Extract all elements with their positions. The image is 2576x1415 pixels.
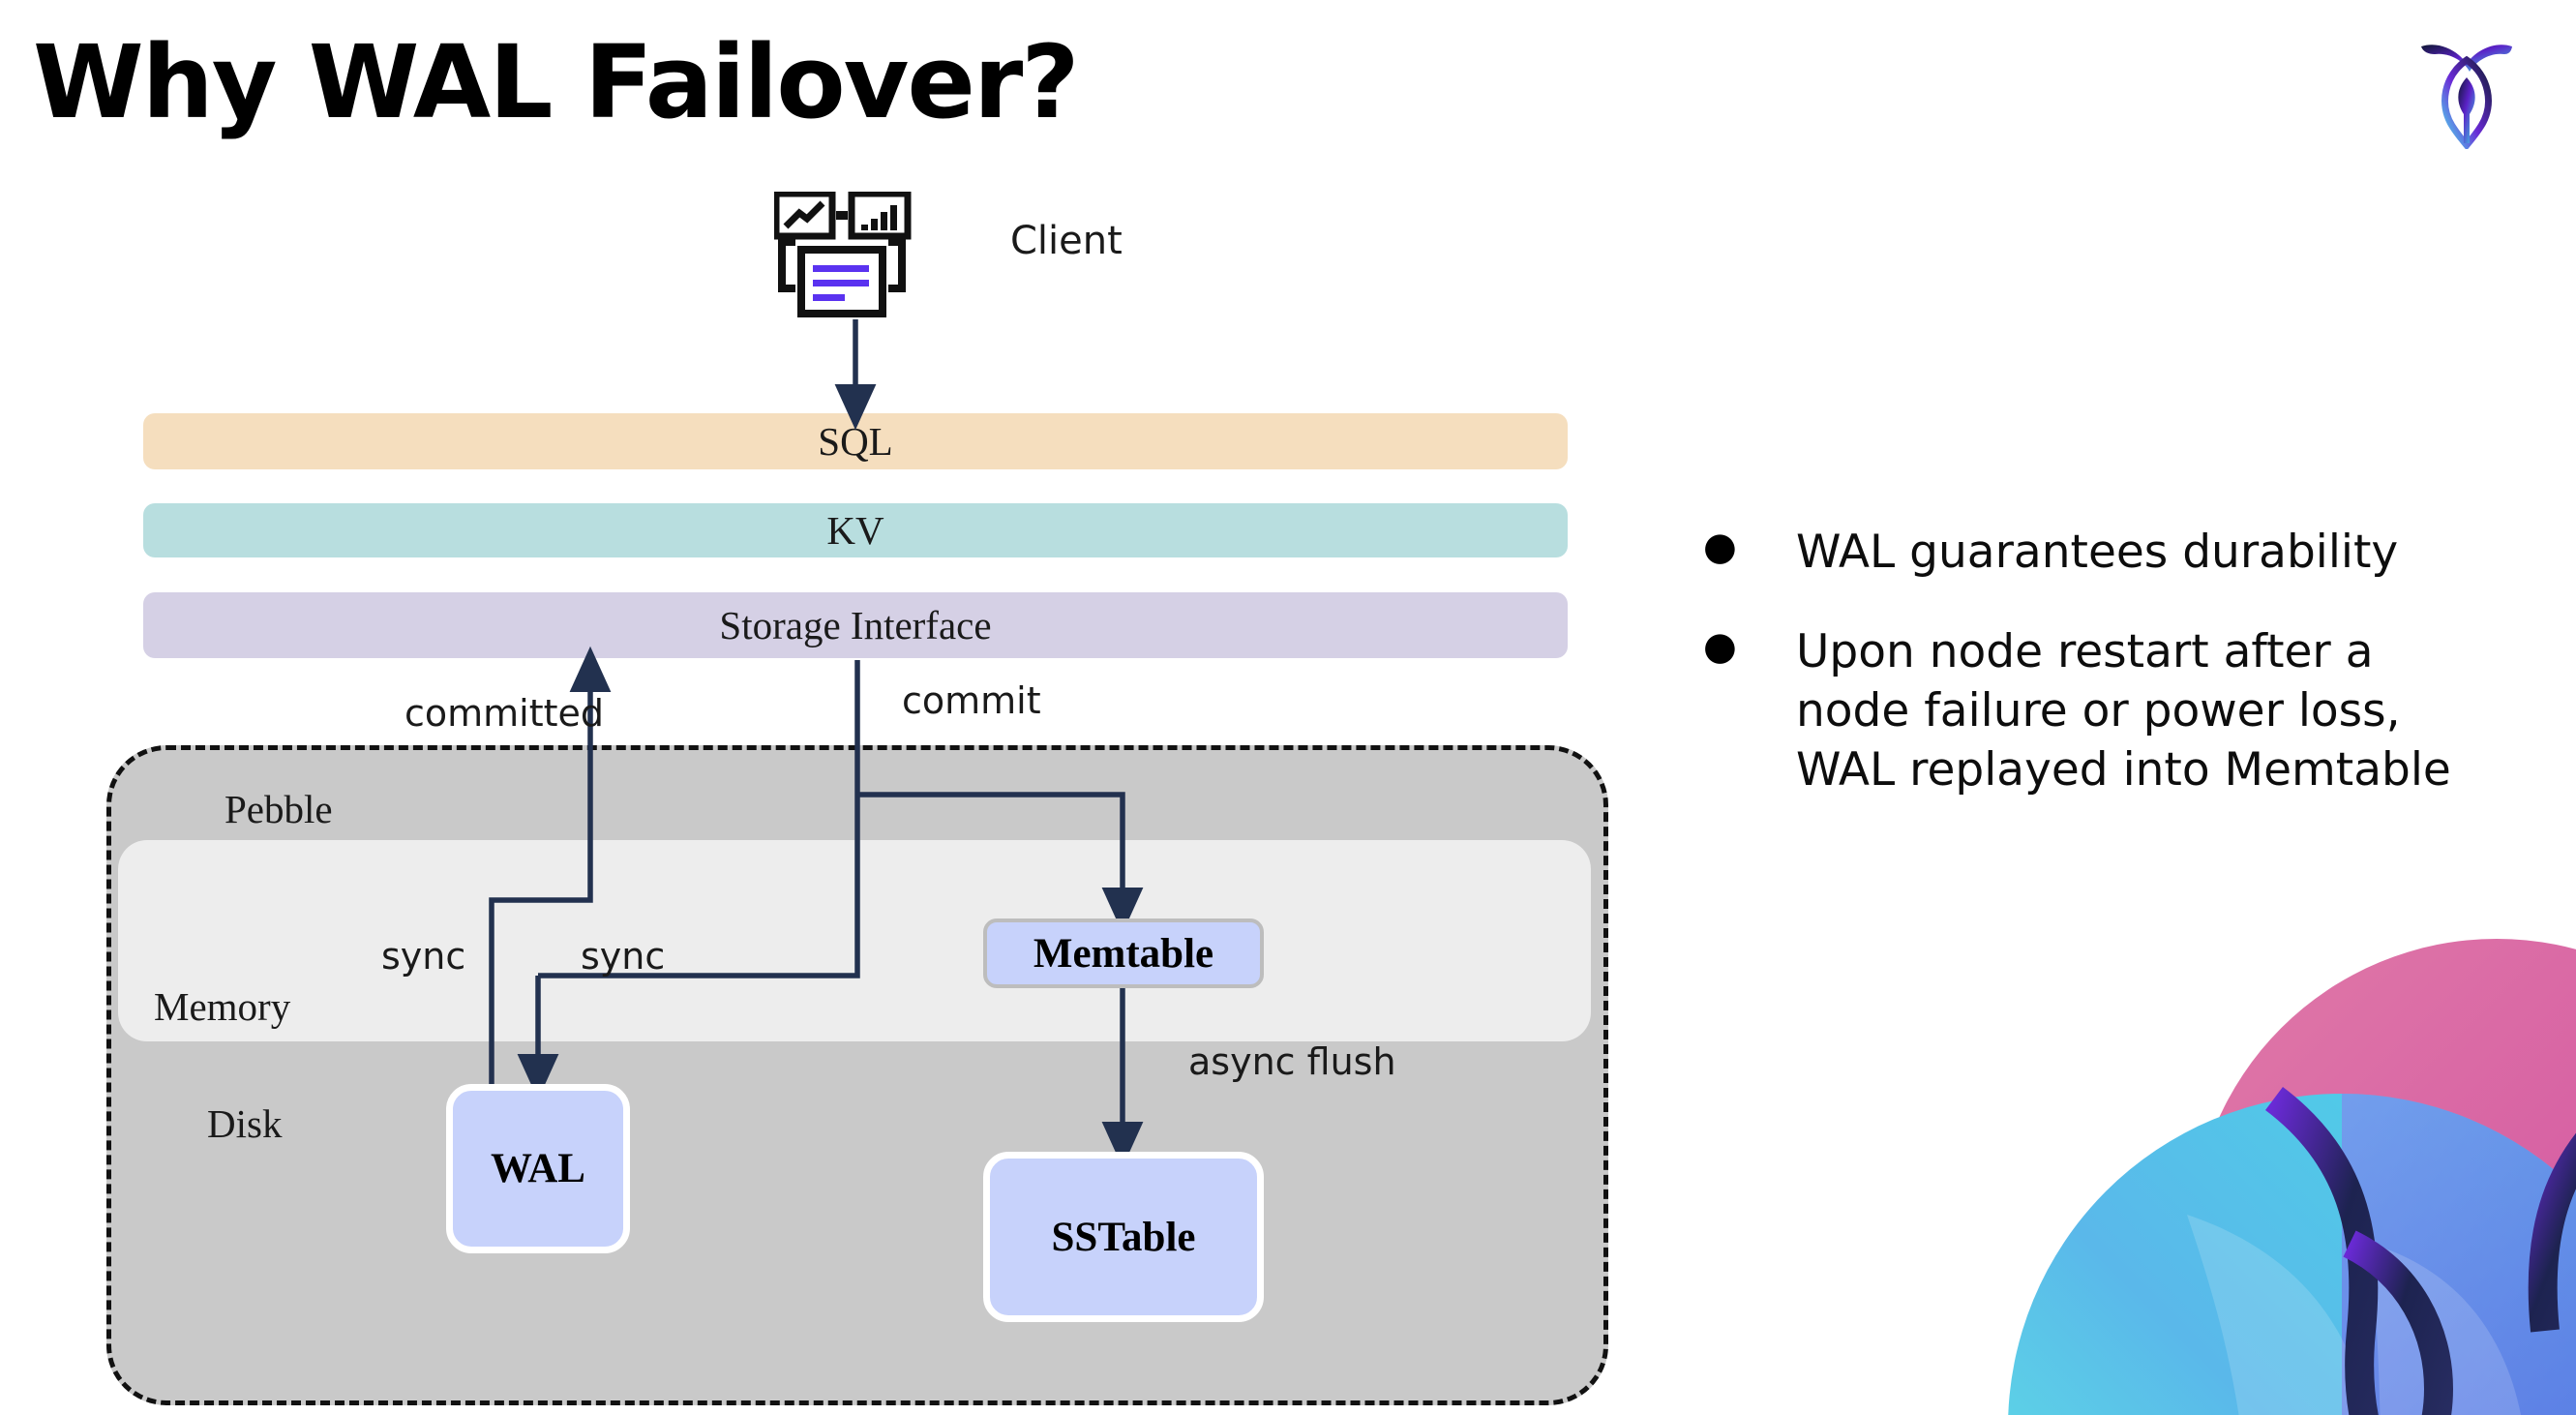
layer-bar-kv: KV — [143, 503, 1568, 557]
edge-label-sync-left: sync — [381, 935, 466, 978]
layer-label-storage: Storage Interface — [719, 603, 992, 647]
edge-label-commit: commit — [902, 679, 1041, 722]
memtable-label: Memtable — [1033, 930, 1214, 977]
cockroachdb-logo-icon — [2413, 33, 2520, 151]
edge-label-sync-right: sync — [581, 935, 666, 978]
wal-label: WAL — [491, 1146, 585, 1191]
wal-box: WAL — [446, 1084, 630, 1253]
memory-label: Memory — [154, 984, 291, 1029]
layer-label-kv: KV — [826, 508, 884, 553]
list-item: ● WAL guarantees durability — [1703, 523, 2497, 582]
list-item: ● Upon node restart after a node failure… — [1703, 622, 2497, 799]
bullet-text: WAL guarantees durability — [1796, 526, 2399, 579]
pebble-label: Pebble — [225, 787, 333, 831]
edge-label-committed: committed — [404, 692, 605, 735]
layer-bar-sql: SQL — [143, 413, 1568, 469]
page-title: Why WAL Failover? — [33, 23, 1080, 141]
sstable-box: SSTable — [983, 1152, 1264, 1322]
bullet-list: ● WAL guarantees durability ● Upon node … — [1703, 523, 2497, 840]
cockroachdb-circles-decoration — [1955, 924, 2576, 1415]
memory-region — [118, 840, 1591, 1041]
bullet-marker-icon: ● — [1703, 525, 1737, 569]
bullet-marker-icon: ● — [1703, 624, 1737, 670]
disk-label: Disk — [207, 1101, 283, 1146]
layer-bar-storage: Storage Interface — [143, 592, 1568, 658]
layer-label-sql: SQL — [818, 419, 893, 464]
client-label: Client — [1010, 219, 1123, 263]
client-monitor-icon — [772, 190, 929, 335]
bullet-text: Upon node restart after a node failure o… — [1796, 625, 2451, 798]
sstable-label: SSTable — [1051, 1214, 1196, 1260]
edge-label-async-flush: async flush — [1188, 1040, 1396, 1083]
memtable-box: Memtable — [983, 918, 1264, 988]
